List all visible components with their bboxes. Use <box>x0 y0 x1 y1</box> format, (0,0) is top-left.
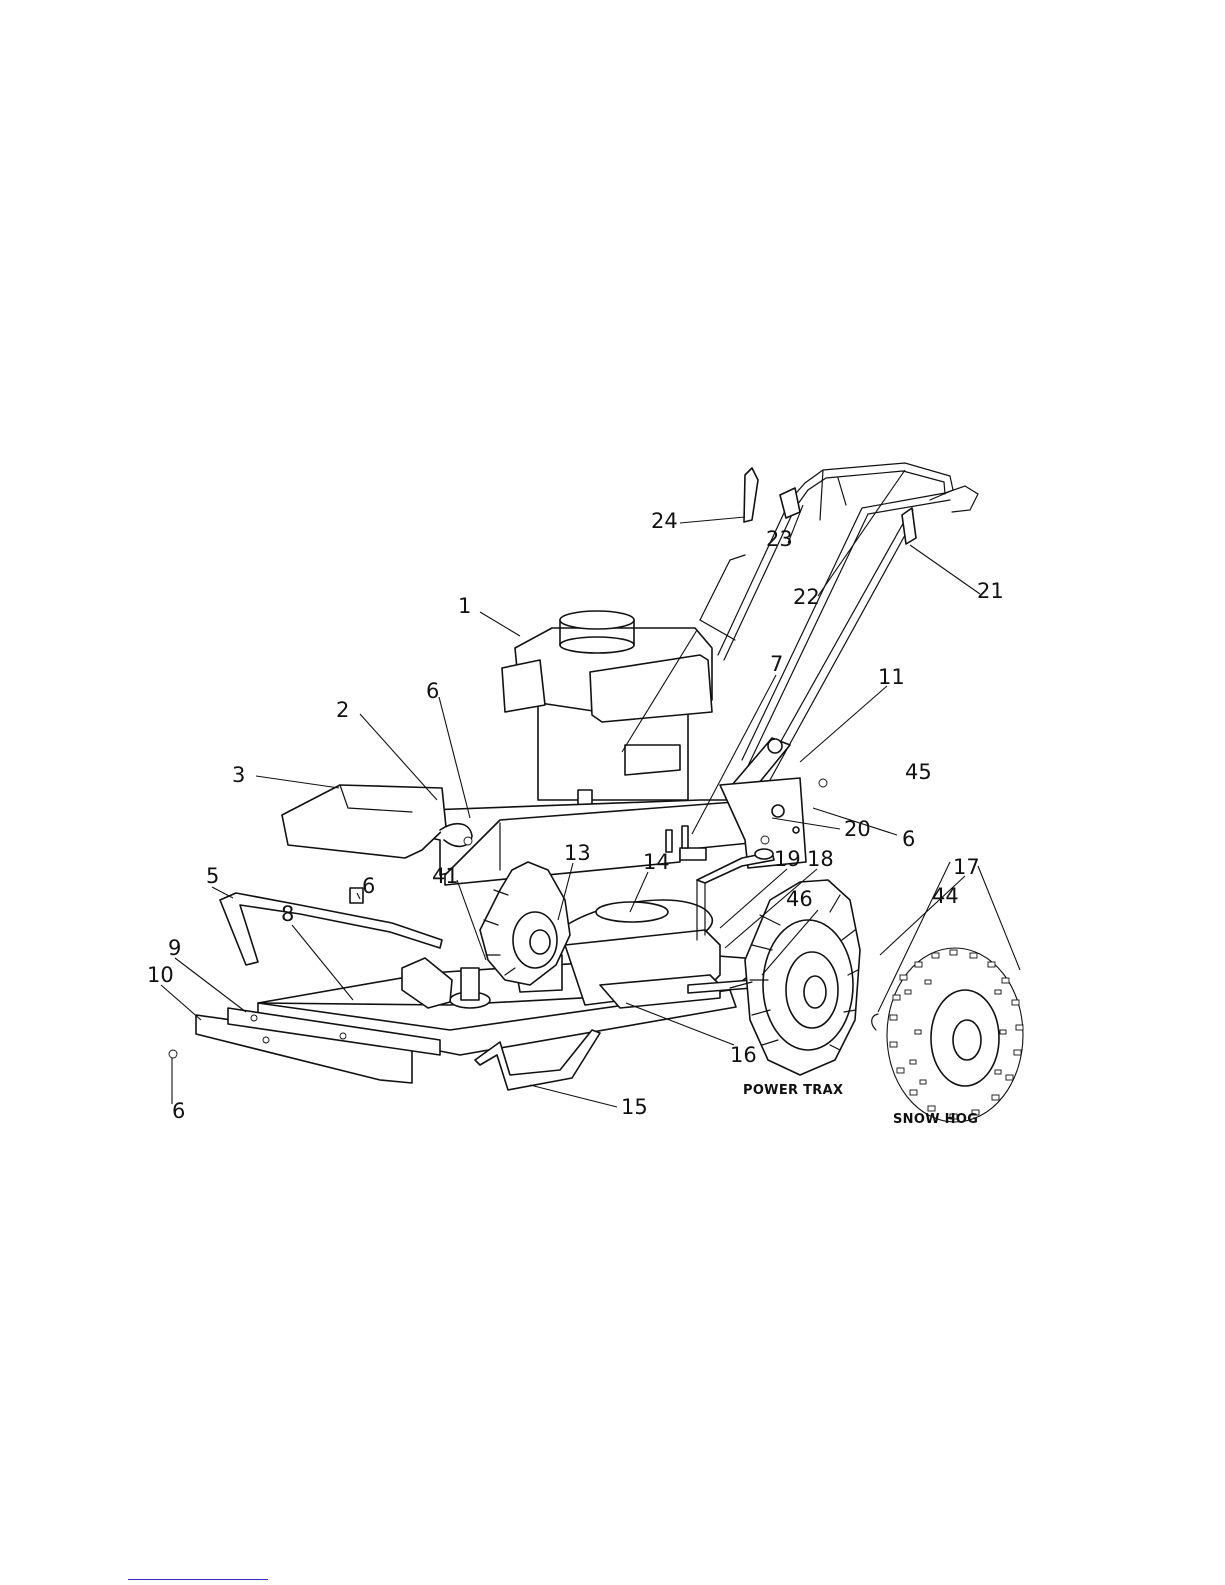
callout-9: 9 <box>168 936 181 960</box>
callout-6-rear-plate: 6 <box>902 827 915 851</box>
callout-1: 1 <box>458 594 471 618</box>
callout-21: 21 <box>977 579 1004 603</box>
callout-18: 18 <box>807 847 834 871</box>
callout-17: 17 <box>953 855 980 879</box>
callout-10: 10 <box>147 963 174 987</box>
callout-14: 14 <box>643 850 670 874</box>
callout-24: 24 <box>651 509 678 533</box>
callout-5: 5 <box>206 864 219 888</box>
callout-11: 11 <box>878 665 905 689</box>
callout-19: 19 <box>774 847 801 871</box>
handle-assembly <box>700 463 978 800</box>
engine <box>502 611 712 806</box>
callout-6-lift-lever: 6 <box>362 874 375 898</box>
callout-2: 2 <box>336 698 349 722</box>
callout-6-upper-deck: 6 <box>426 679 439 703</box>
callout-8: 8 <box>281 902 294 926</box>
callout-13: 13 <box>564 841 591 865</box>
callout-3: 3 <box>232 763 245 787</box>
power-trax-caption: POWER TRAX <box>743 1083 843 1098</box>
callout-7: 7 <box>770 652 783 676</box>
callout-20: 20 <box>844 817 871 841</box>
callout-46: 46 <box>786 887 813 911</box>
callout-44: 44 <box>932 884 959 908</box>
footer-rule <box>128 1579 268 1580</box>
snow-hog-caption: SNOW HOG <box>893 1112 978 1127</box>
callout-22: 22 <box>793 585 820 609</box>
callout-23: 23 <box>766 527 793 551</box>
callout-16: 16 <box>730 1043 757 1067</box>
callout-15: 15 <box>621 1095 648 1119</box>
snow-hog-wheel <box>872 948 1023 1122</box>
callout-41: 41 <box>432 864 459 888</box>
callout-45: 45 <box>905 760 932 784</box>
callout-6-front-bolt: 6 <box>172 1099 185 1123</box>
